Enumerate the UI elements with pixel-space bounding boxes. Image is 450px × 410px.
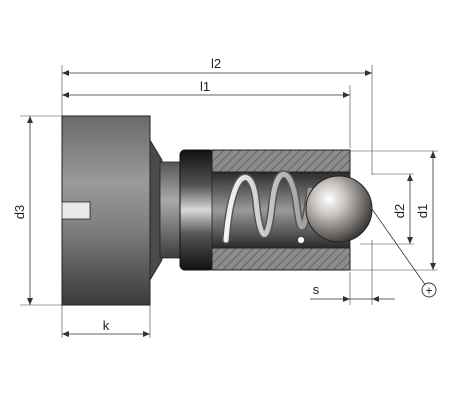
label-plus: + — [425, 284, 432, 298]
sleeve-top-wall — [211, 149, 351, 173]
label-d1: d1 — [415, 204, 430, 218]
dimension-k — [62, 331, 150, 337]
label-l1: l1 — [200, 79, 210, 94]
dimension-d1 — [430, 151, 436, 270]
neck-chamfer — [149, 138, 163, 282]
collar — [179, 149, 215, 271]
sleeve-bottom-wall — [211, 247, 351, 271]
leader-line — [371, 208, 427, 287]
label-s: s — [313, 282, 320, 297]
dimension-l2 — [62, 70, 372, 76]
dimension-s — [310, 296, 395, 302]
label-k: k — [103, 318, 110, 333]
dimension-l1 — [62, 92, 350, 98]
ball — [305, 175, 373, 243]
plus-circle-icon — [421, 282, 437, 298]
neck — [159, 161, 183, 259]
label-d3: d3 — [12, 205, 27, 219]
label-d2: d2 — [392, 204, 407, 218]
dimension-d2 — [407, 174, 413, 244]
dimension-d3 — [27, 116, 33, 305]
extension-lines — [20, 65, 438, 338]
screwdriver-slot — [61, 201, 91, 220]
compression-spring — [222, 170, 314, 244]
spring-end-marker — [297, 236, 305, 244]
label-l2: l2 — [211, 56, 221, 71]
